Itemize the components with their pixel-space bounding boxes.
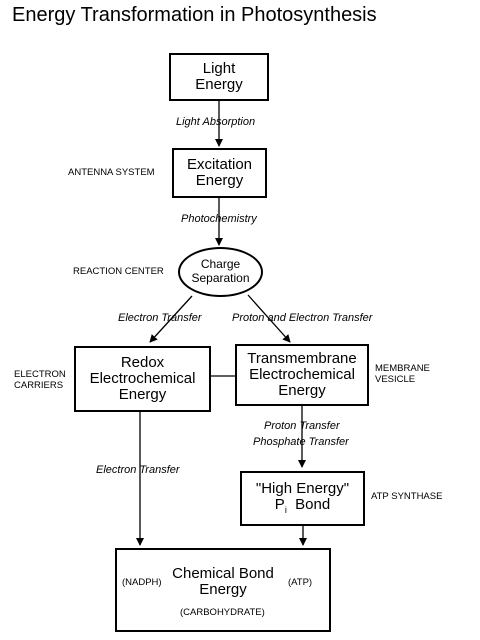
redox-line3: Energy [118, 386, 167, 404]
box-redox-energy: Redox Electrochemical Energy [74, 346, 211, 412]
box-transmembrane-energy: Transmembrane Electrochemical Energy [235, 344, 369, 406]
label-proton-electron-transfer: Proton and Electron Transfer [232, 312, 373, 324]
chemical-line2: Energy [199, 581, 247, 599]
electron-carriers-line1: ELECTRON [14, 369, 66, 380]
diagram-title: Energy Transformation in Photosynthesis [12, 4, 377, 26]
high-energy-line1: "High Energy" [255, 480, 350, 498]
membrane-vesicle-line1: MEMBRANE [375, 363, 430, 374]
transmembrane-line3: Energy [278, 382, 326, 400]
transmembrane-line2: Electrochemical [249, 365, 355, 383]
label-proton-transfer: Proton Transfer [264, 420, 340, 432]
redox-line1: Redox [120, 353, 165, 371]
box-excitation-line1: Excitation [186, 155, 253, 173]
box-chemical-bond-energy: Chemical Bond Energy [115, 548, 331, 632]
redox-line2: Electrochemical [89, 369, 196, 387]
label-electron-transfer-lower: Electron Transfer [96, 464, 180, 476]
box-excitation-line2: Energy [195, 172, 244, 189]
box-light-energy: Light Energy [169, 53, 269, 101]
high-energy-line2: Pi Bond [275, 497, 330, 516]
label-atp-synthase: ATP SYNTHASE [371, 491, 443, 502]
electron-carriers-line2: CARRIERS [14, 380, 64, 392]
label-atp: (ATP) [288, 577, 313, 588]
bond-label: Bond [295, 496, 331, 514]
box-excitation-energy: Excitation Energy [172, 148, 267, 198]
ellipse-charge-separation: Charge Separation [178, 247, 263, 297]
arrow-charge-to-redox [149, 295, 193, 343]
charge-line1: Charge [200, 257, 241, 272]
phosphate-subscript: i [284, 505, 287, 516]
charge-line2: Separation [191, 271, 250, 285]
label-photochemistry: Photochemistry [181, 213, 257, 225]
box-high-energy-bond: "High Energy" Pi Bond [240, 471, 365, 526]
membrane-vesicle-line2: VESICLE [375, 374, 416, 386]
label-antenna-system: ANTENNA SYSTEM [68, 167, 155, 178]
label-light-absorption: Light Absorption [176, 116, 256, 128]
label-nadph: (NADPH) [122, 577, 162, 588]
label-electron-transfer-left: Electron Transfer [118, 312, 202, 324]
box-light-energy-line2: Energy [195, 76, 243, 93]
chemical-line1: Chemical Bond [172, 565, 274, 582]
arrow-charge-to-transmembrane [247, 294, 291, 343]
label-carbohydrate: (CARBOHYDRATE) [180, 607, 265, 618]
label-reaction-center: REACTION CENTER [73, 266, 164, 277]
box-light-energy-line1: Light [202, 59, 236, 77]
label-electron-carriers: ELECTRON CARRIERS [14, 369, 66, 392]
phosphate-p: P [274, 496, 285, 514]
label-membrane-vesicle: MEMBRANE VESICLE [375, 363, 430, 386]
transmembrane-line1: Transmembrane [247, 349, 357, 367]
label-phosphate-transfer: Phosphate Transfer [253, 436, 349, 448]
